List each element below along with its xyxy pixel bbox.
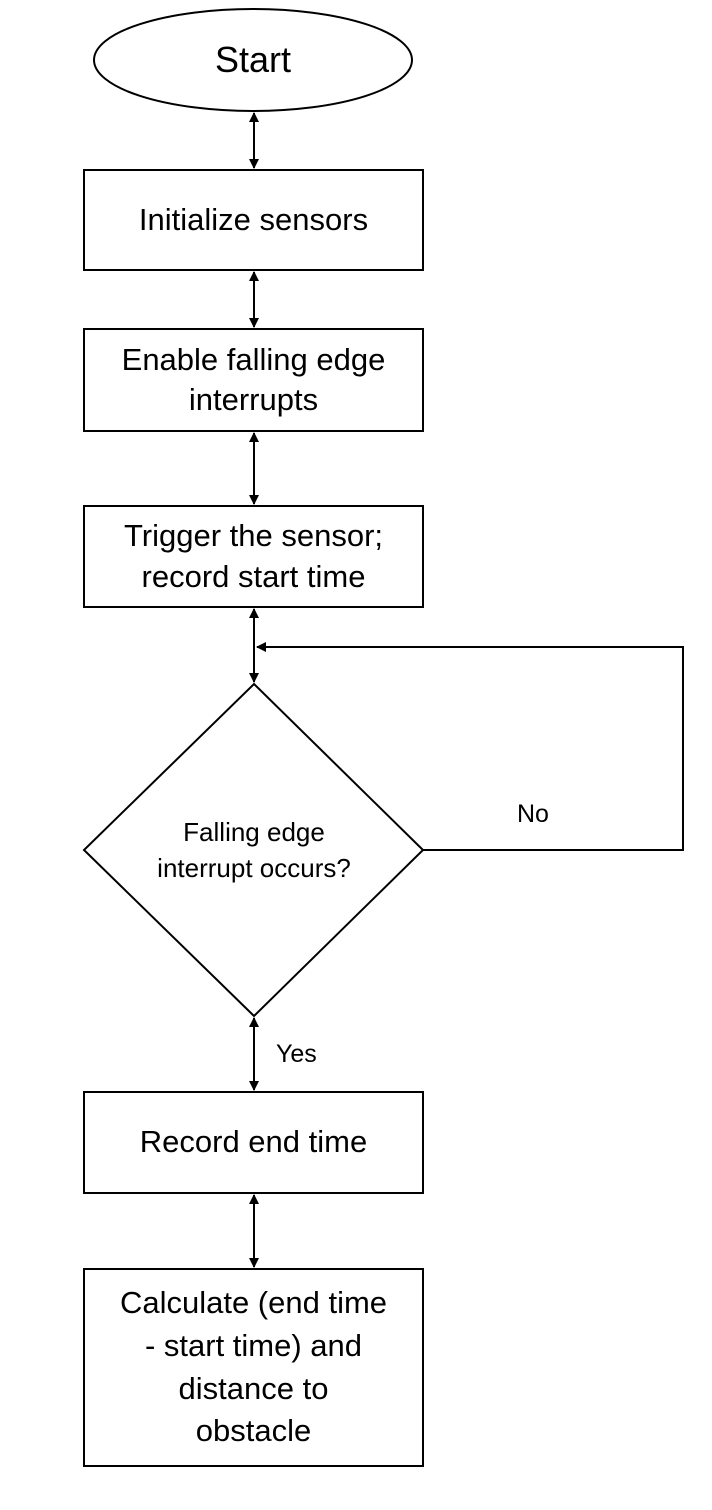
start-node-shape <box>93 8 413 112</box>
initialize-sensors-node-shape <box>83 169 424 271</box>
decision-node-shape <box>82 682 425 1018</box>
calculate-node-shape <box>83 1268 424 1467</box>
record-end-time-node-shape <box>83 1091 424 1194</box>
edge-label-yes: Yes <box>276 1040 317 1068</box>
trigger-sensor-node-shape <box>83 505 424 608</box>
edge-label-no: No <box>517 800 549 828</box>
enable-interrupts-node-shape <box>83 328 424 432</box>
edge-decision-no-loop <box>256 642 684 851</box>
